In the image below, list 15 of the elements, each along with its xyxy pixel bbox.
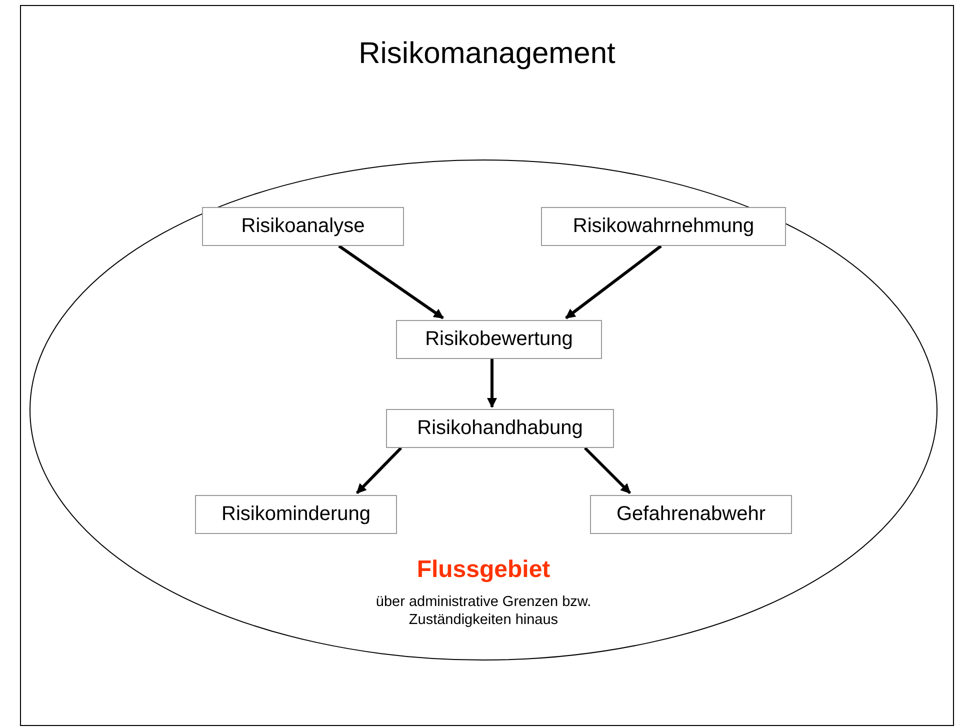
region-heading: Flussgebiet <box>416 556 550 584</box>
arrow <box>487 359 497 408</box>
process-box: Risikominderung <box>195 495 397 534</box>
arrow <box>338 244 444 320</box>
title-text: Risikomanagement <box>358 37 616 71</box>
arrow <box>584 446 632 494</box>
region-description: über administrative Grenzen bzw. Zuständigkeiten hinaus <box>374 593 592 629</box>
arrow <box>565 244 662 320</box>
arrow <box>356 446 402 494</box>
frame <box>20 5 954 726</box>
process-box: Risikohandhabung <box>386 409 614 448</box>
process-box: Risikowahrnehmung <box>541 207 786 246</box>
process-box: Risikoanalyse <box>202 207 404 246</box>
process-box: Gefahrenabwehr <box>590 495 792 534</box>
process-box: Risikobewertung <box>396 320 602 359</box>
